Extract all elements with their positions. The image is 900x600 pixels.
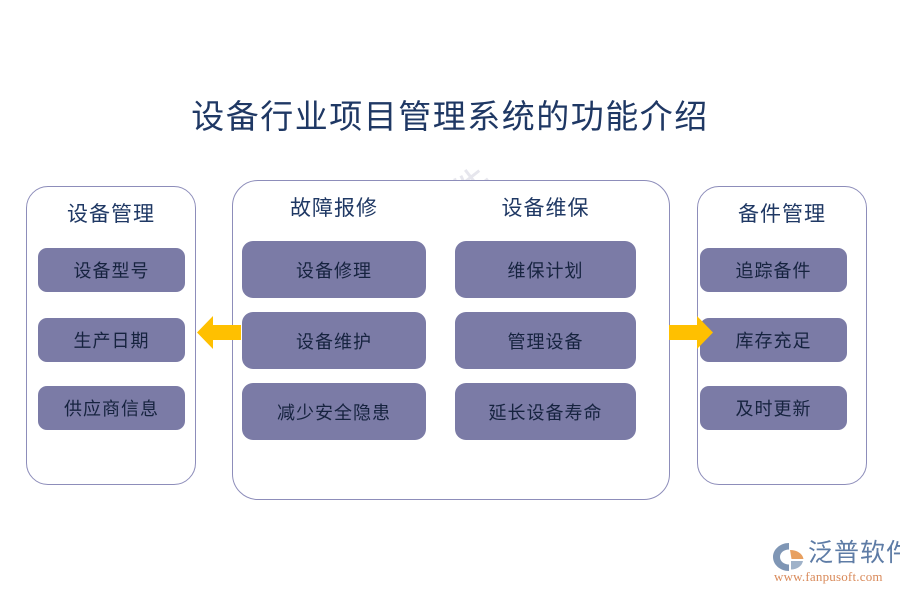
- list-item[interactable]: 追踪备件: [700, 248, 847, 292]
- list-item[interactable]: 延长设备寿命: [455, 383, 636, 440]
- list-item[interactable]: 生产日期: [38, 318, 185, 362]
- list-item[interactable]: 库存充足: [700, 318, 847, 362]
- panel-title-fault-repair: 故障报修: [290, 196, 378, 220]
- panel-title-equipment-management: 设备管理: [67, 202, 155, 226]
- panel-title-spare-parts: 备件管理: [738, 202, 826, 226]
- arrow-right-icon: [669, 316, 713, 349]
- list-item[interactable]: 减少安全隐患: [242, 383, 426, 440]
- panel-title-equipment-maintenance: 设备维保: [501, 196, 590, 220]
- arrow-left-icon: [197, 316, 241, 349]
- list-item[interactable]: 设备型号: [38, 248, 185, 292]
- logo-url: www.fanpusoft.com: [774, 569, 883, 584]
- list-item[interactable]: 维保计划: [455, 241, 636, 298]
- list-item[interactable]: 设备修理: [242, 241, 426, 298]
- list-item[interactable]: 设备维护: [242, 312, 426, 369]
- logo-name: 泛普软件: [808, 540, 900, 567]
- list-item[interactable]: 管理设备: [455, 312, 636, 369]
- fanpusoft-logo-icon: [773, 543, 804, 571]
- brand-logo: 泛普软件 www.fanpusoft.com: [772, 538, 900, 586]
- list-item[interactable]: 供应商信息: [38, 386, 185, 430]
- list-item[interactable]: 及时更新: [700, 386, 847, 430]
- page-title: 设备行业项目管理系统的功能介绍: [191, 100, 709, 136]
